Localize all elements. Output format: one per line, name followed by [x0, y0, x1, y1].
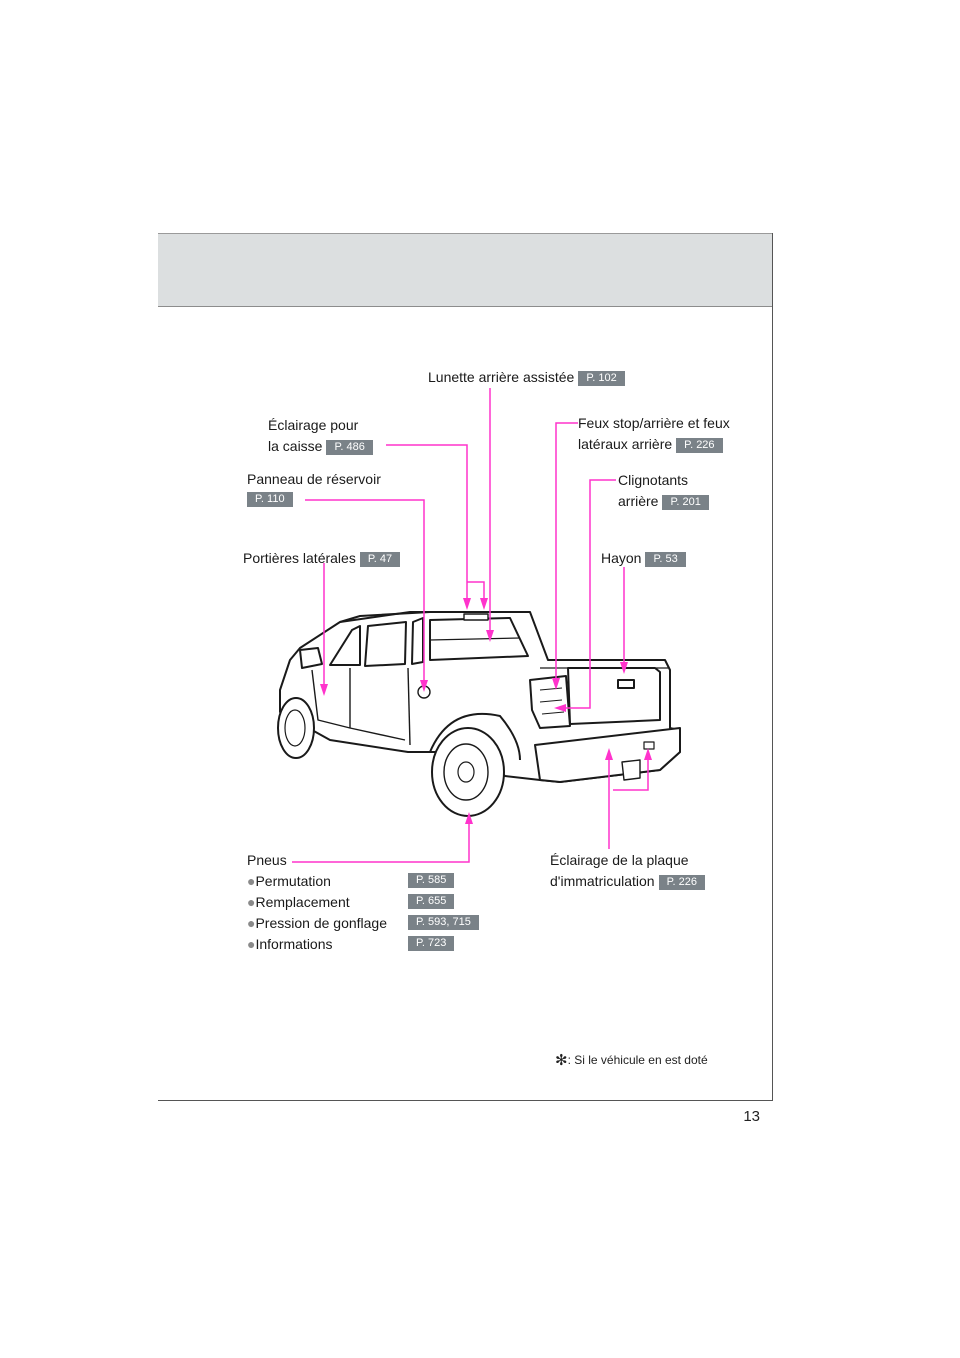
label-text: la caisse [268, 438, 323, 454]
ref-badge-remplacement[interactable]: P. 655 [408, 894, 455, 909]
footnote: ✻: Si le véhicule en est doté [555, 1051, 708, 1069]
bullet-icon: ● [247, 894, 256, 910]
label-text: Portières latérales [243, 550, 356, 566]
ref-badge-hayon[interactable]: P. 53 [645, 552, 686, 567]
ref-badge-lunette[interactable]: P. 102 [578, 371, 625, 386]
label-text: Éclairage de la plaque [550, 852, 689, 868]
ref-badge-portieres[interactable]: P. 47 [359, 552, 401, 567]
ref-badge-eclairage-caisse[interactable]: P. 486 [326, 440, 373, 455]
ref-badge-panneau[interactable]: P. 110 [247, 492, 293, 507]
label-feux-stop: Feux stop/arrière et feux latéraux arriè… [578, 413, 730, 455]
label-eclairage-plaque: Éclairage de la plaque d'immatriculation… [550, 850, 705, 892]
ref-badge-clignotants[interactable]: P. 201 [662, 495, 709, 510]
ref-badge-feux[interactable]: P. 226 [676, 438, 723, 453]
label-text: Informations [255, 936, 333, 952]
leader-lines [292, 388, 649, 863]
asterisk-icon: ✻ [555, 1052, 568, 1069]
ref-badge-plaque[interactable]: P. 226 [658, 875, 705, 890]
page-number: 13 [743, 1108, 760, 1125]
pneus-item-permutation: ●Permutation [247, 871, 331, 892]
bullet-icon: ● [247, 936, 256, 952]
ref-badge-informations[interactable]: P. 723 [408, 936, 455, 951]
label-text: Panneau de réservoir [247, 471, 381, 487]
label-text: d'immatriculation [550, 873, 655, 889]
bullet-icon: ● [247, 873, 256, 889]
label-text: Remplacement [255, 894, 350, 910]
ref-badge-pression[interactable]: P. 593, 715 [408, 915, 479, 930]
label-text: Hayon [601, 550, 642, 566]
label-text: Lunette arrière assistée [428, 369, 575, 385]
pneus-item-remplacement: ●Remplacement [247, 892, 350, 913]
label-text: arrière [618, 493, 659, 509]
label-text: Feux stop/arrière et feux [578, 415, 730, 431]
label-panneau-reservoir: Panneau de réservoir [247, 469, 381, 490]
label-text: latéraux arrière [578, 436, 673, 452]
truck-illustration-icon [277, 611, 681, 817]
frame-right-border [772, 233, 773, 1101]
header-band [158, 233, 773, 307]
ref-badge-permutation[interactable]: P. 585 [408, 873, 455, 888]
footnote-text: : Si le véhicule en est doté [567, 1053, 708, 1067]
frame-bottom-border [158, 1100, 773, 1101]
label-text: Pression de gonflage [255, 915, 388, 931]
label-text: Éclairage pour [268, 417, 359, 433]
label-text: Clignotants [618, 472, 689, 488]
leader-arrowheads [320, 598, 652, 824]
label-text: Permutation [255, 873, 331, 889]
pneus-item-informations: ●Informations [247, 934, 333, 955]
pneus-item-pression: ●Pression de gonflage [247, 913, 387, 934]
bullet-icon: ● [247, 915, 256, 931]
label-pneus-title: Pneus [247, 852, 287, 868]
